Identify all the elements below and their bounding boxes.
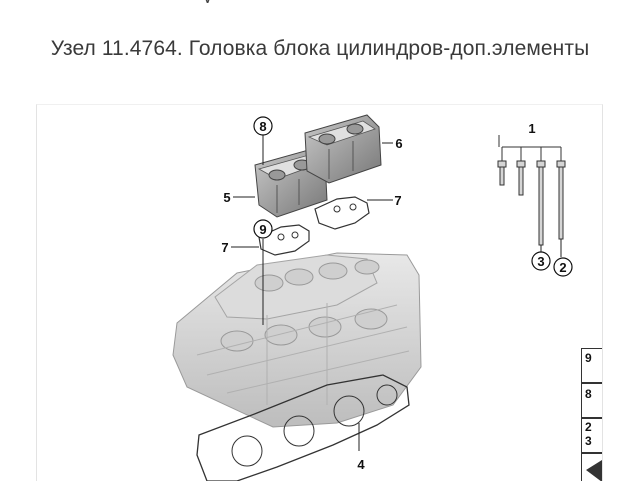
- legend-label-8: 8: [585, 387, 592, 401]
- callout-2: 2: [559, 260, 566, 275]
- gasket-7-left: [258, 224, 310, 256]
- page-title: Узел 11.4764. Головка блока цилиндров-до…: [50, 37, 590, 60]
- callout-9-circle: [253, 219, 273, 239]
- parts-diagram-drawing: 8 9 3 2 1 5 6 7 7 4: [172, 114, 573, 481]
- callout-5: 5: [223, 190, 230, 205]
- callout-leaders: [231, 131, 562, 451]
- arrow-icon: [586, 460, 602, 481]
- callout-4: 4: [357, 457, 365, 472]
- callout-7-left: 7: [221, 240, 228, 255]
- gasket-7-right: [314, 196, 370, 230]
- sleeve-icon: [600, 351, 603, 379]
- callout-8-circle: [253, 116, 273, 136]
- legend-label-2: 2: [585, 420, 592, 434]
- bolt-icon: [600, 386, 603, 414]
- legend-item-arrow: [581, 453, 602, 481]
- head-gasket-4: [196, 374, 410, 481]
- washer-icon: [600, 421, 603, 449]
- bolt-set-1: [497, 135, 566, 246]
- bearing-cap-6: [304, 114, 382, 184]
- callout-9: 9: [259, 222, 266, 237]
- parts-diagram: 8 9 3 2 1 5 6 7 7 4 9 8 2 3: [36, 104, 603, 481]
- legend-label-3: 3: [585, 434, 592, 448]
- legend-item-bolt: 8: [581, 383, 603, 418]
- callout-6: 6: [395, 136, 402, 151]
- legend-item-washer: 2 3: [581, 418, 603, 453]
- cylinder-head: [172, 252, 422, 428]
- legend-item-sleeve: 9: [581, 348, 603, 383]
- title-fragment: у: [203, 0, 225, 3]
- callout-8: 8: [259, 119, 266, 134]
- callout-2-circle: [553, 257, 573, 277]
- callout-3: 3: [537, 254, 544, 269]
- callout-7-right: 7: [394, 193, 401, 208]
- callout-3-circle: [531, 251, 551, 271]
- callout-1: 1: [528, 121, 535, 136]
- legend-label-9: 9: [585, 351, 592, 365]
